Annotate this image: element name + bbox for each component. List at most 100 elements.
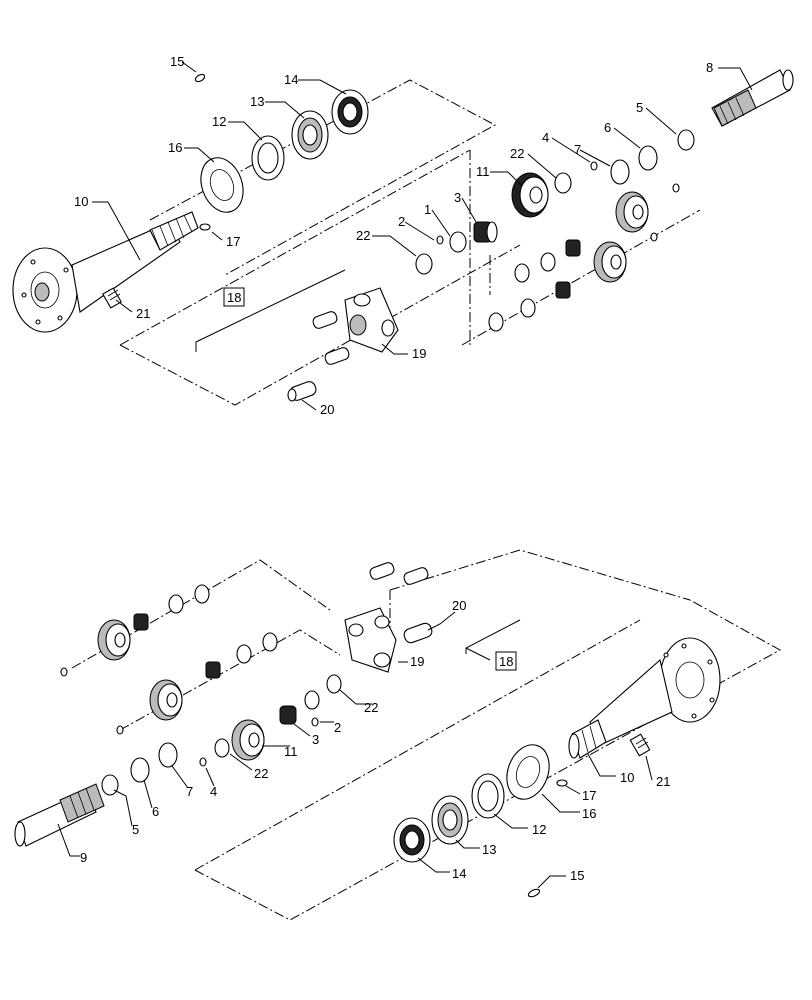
bearing-part <box>291 110 329 160</box>
callout-8: 8 <box>706 60 713 75</box>
thrust-washer-part <box>449 231 467 253</box>
planet-gear-part <box>593 241 627 283</box>
thrust-washer-part <box>214 738 230 758</box>
planet-gear-part <box>511 172 549 218</box>
callout-6: 6 <box>152 804 159 819</box>
callout-3: 3 <box>312 732 319 747</box>
callout-15: 15 <box>570 868 584 883</box>
callout-3: 3 <box>454 190 461 205</box>
callout-box-18 <box>223 287 245 307</box>
planet-carrier-part <box>344 607 397 673</box>
callout-22: 22 <box>356 228 370 243</box>
callout-22: 22 <box>510 146 524 161</box>
snap-ring-part <box>101 774 119 796</box>
snap-ring-part <box>130 757 150 783</box>
snap-ring-part <box>677 129 695 151</box>
planet-carrier-part <box>344 287 399 353</box>
callout-18: 18 <box>227 290 241 305</box>
callout-21: 21 <box>656 774 670 789</box>
snap-ring-part <box>471 773 505 819</box>
pin-part <box>672 183 680 193</box>
pin-part <box>311 717 319 727</box>
top-assembly: 15 14 13 12 16 10 17 21 8 5 6 4 7 22 11 … <box>12 54 794 417</box>
pin-part <box>199 223 211 231</box>
sun-shaft-part <box>711 69 794 127</box>
callout-12: 12 <box>532 822 546 837</box>
callout-2: 2 <box>398 214 405 229</box>
pin-part <box>199 757 207 767</box>
planet-gear-part <box>615 191 649 233</box>
bolt-part <box>102 287 122 309</box>
seal-part <box>331 89 369 135</box>
callout-20: 20 <box>452 598 466 613</box>
thrust-washer-part <box>514 263 530 283</box>
callout-2: 2 <box>334 720 341 735</box>
pin-part <box>116 725 124 735</box>
callout-22: 22 <box>254 766 268 781</box>
callout-16: 16 <box>168 140 182 155</box>
pin-part <box>590 161 598 171</box>
retainer-plate-part <box>200 157 244 213</box>
retainer-plate-part <box>506 744 550 800</box>
callout-17: 17 <box>226 234 240 249</box>
flanged-shaft-part <box>568 637 721 759</box>
bolt-part <box>629 733 651 757</box>
bearing-part <box>431 795 469 845</box>
needle-bearing-part <box>565 239 581 257</box>
planet-gear-part <box>97 619 131 661</box>
snap-ring-part <box>251 135 285 181</box>
callout-13: 13 <box>250 94 264 109</box>
needle-bearing-part <box>473 221 498 243</box>
sun-shaft-part <box>14 783 105 847</box>
pin-part <box>436 235 444 245</box>
needle-bearing-part <box>133 613 149 631</box>
thrust-washer-part <box>326 674 342 694</box>
callout-10: 10 <box>620 770 634 785</box>
flanged-shaft-part <box>12 211 199 333</box>
snap-ring-part <box>638 145 658 171</box>
thrust-washer-part <box>488 312 504 332</box>
thrust-washer-part <box>304 690 320 710</box>
thrust-washer-part <box>194 584 210 604</box>
callout-10: 10 <box>74 194 88 209</box>
callout-7: 7 <box>574 142 581 157</box>
callout-15: 15 <box>170 54 184 69</box>
callout-20: 20 <box>320 402 334 417</box>
callout-5: 5 <box>132 822 139 837</box>
seal-part <box>393 817 431 863</box>
snap-ring-part <box>610 159 630 185</box>
pin-part <box>556 779 568 787</box>
pin-part <box>60 667 68 677</box>
callout-19: 19 <box>410 654 424 669</box>
needle-bearing-part <box>205 661 221 679</box>
callout-21: 21 <box>136 306 150 321</box>
thrust-washer-part <box>520 298 536 318</box>
planet-gear-part <box>149 679 183 721</box>
callout-11: 11 <box>284 744 298 759</box>
pin-part <box>527 888 541 898</box>
thrust-washer-part <box>236 644 252 664</box>
callout-5: 5 <box>636 100 643 115</box>
callout-18: 18 <box>499 654 513 669</box>
needle-bearing-part <box>279 705 297 725</box>
callout-17: 17 <box>582 788 596 803</box>
thrust-washer-part <box>554 172 572 194</box>
pin-part <box>650 232 658 242</box>
thrust-washer-part <box>168 594 184 614</box>
planet-pin-part <box>369 562 433 644</box>
callout-7: 7 <box>186 784 193 799</box>
callout-12: 12 <box>212 114 226 129</box>
callout-9: 9 <box>80 850 87 865</box>
callout-4: 4 <box>210 784 217 799</box>
callout-14: 14 <box>452 866 466 881</box>
planet-pin-part <box>287 311 350 402</box>
callout-19: 19 <box>412 346 426 361</box>
callout-11: 11 <box>476 164 490 179</box>
thrust-washer-part <box>415 253 433 275</box>
thrust-washer-part <box>262 632 278 652</box>
callout-6: 6 <box>604 120 611 135</box>
planet-gear-part <box>231 719 265 761</box>
callout-1: 1 <box>424 202 431 217</box>
callout-13: 13 <box>482 842 496 857</box>
callout-22: 22 <box>364 700 378 715</box>
